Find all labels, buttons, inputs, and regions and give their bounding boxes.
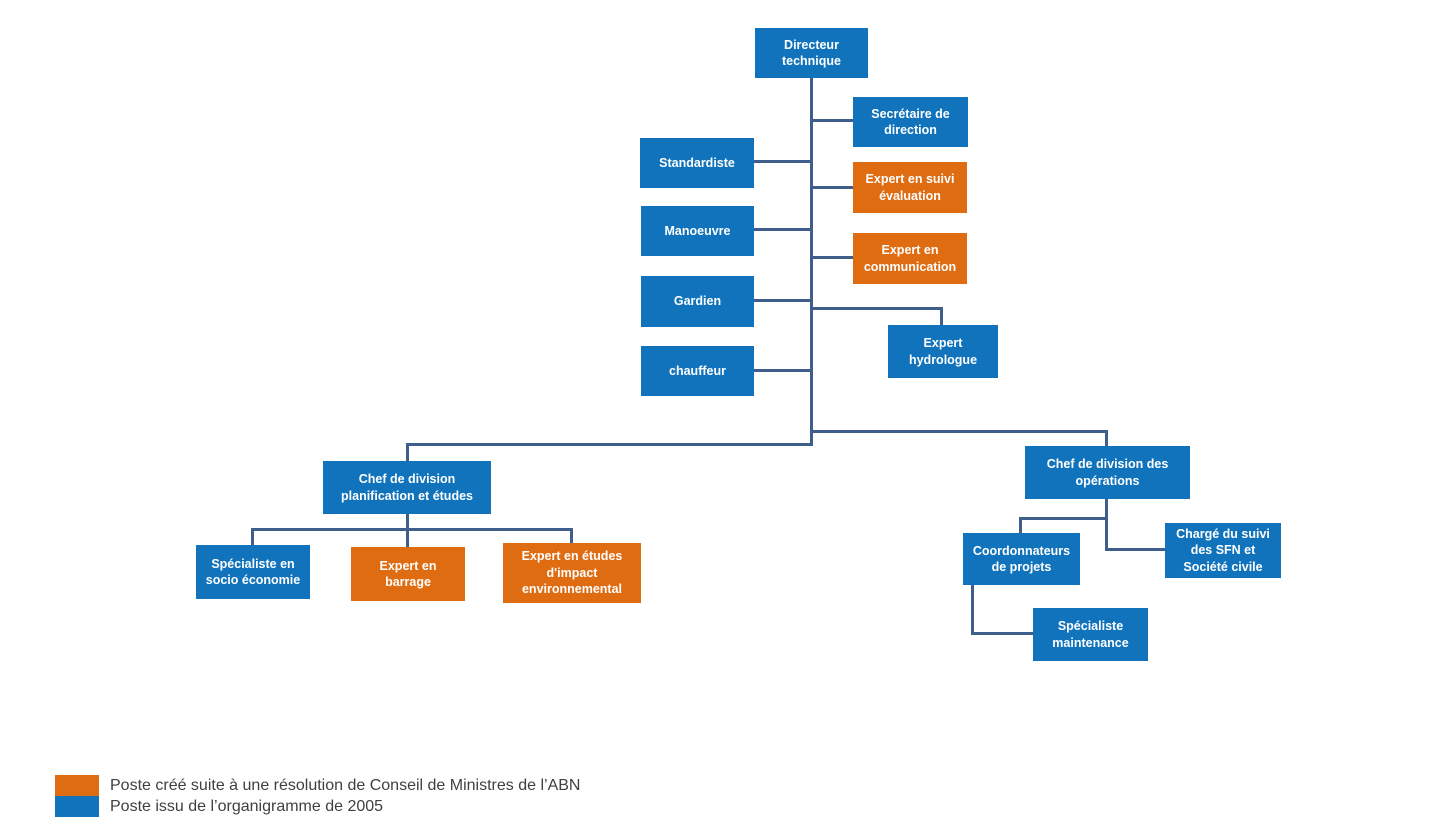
org-node-standardiste: Standardiste [640, 138, 754, 188]
connector-chauffeur [754, 369, 811, 372]
connector-planif-drop-right [570, 528, 573, 544]
connector-ops-stub [1105, 499, 1108, 551]
connector-planif-horizontal [406, 443, 813, 446]
legend-orange-swatch [55, 775, 99, 796]
connector-planif-drop-left [251, 528, 254, 546]
connector-manoeuvre [754, 228, 811, 231]
connector-planif-vertical [406, 443, 409, 461]
legend-orange-label: Poste créé suite à une résolution de Con… [110, 777, 581, 794]
org-node-expert-suivi-evaluation: Expert en suivi évaluation [853, 162, 967, 213]
org-node-expert-barrage: Expert en barrage [351, 547, 465, 601]
org-node-coordonnateurs-projets: Coordonnateurs de projets [963, 533, 1080, 585]
connector-expert-comm [811, 256, 853, 259]
org-node-directeur-technique: Directeur technique [755, 28, 868, 78]
org-node-expert-etudes-impact: Expert en études d'impact environnementa… [503, 543, 641, 603]
org-node-chef-division-planification: Chef de division planification et études [323, 461, 491, 514]
connector-trunk [810, 78, 813, 446]
org-node-specialiste-maintenance: Spécialiste maintenance [1033, 608, 1148, 661]
connector-sfn [1105, 548, 1165, 551]
connector-ops-horizontal [810, 430, 1108, 433]
connector-coordonnateurs-horizontal [1019, 517, 1108, 520]
legend-row-blue: Poste issu de l’organigramme de 2005 [55, 796, 580, 817]
connector-ops-vertical [1105, 430, 1108, 446]
org-node-chauffeur: chauffeur [641, 346, 754, 396]
connector-standardiste [754, 160, 811, 163]
org-node-chef-division-operations: Chef de division des opérations [1025, 446, 1190, 499]
org-node-secretaire-de-direction: Secrétaire de direction [853, 97, 968, 147]
connector-maintenance-horizontal [971, 632, 1033, 635]
org-node-expert-communication: Expert en communication [853, 233, 967, 284]
connector-hydro-horizontal [810, 307, 943, 310]
connector-gardien [754, 299, 811, 302]
org-node-charge-suivi-sfn: Chargé du suivi des SFN et Société civil… [1165, 523, 1281, 578]
connector-planif-bar [251, 528, 573, 531]
connector-planif-drop-mid [406, 528, 409, 548]
org-node-expert-hydrologue: Expert hydrologue [888, 325, 998, 378]
connector-secretaire [811, 119, 853, 122]
org-node-specialiste-socio-economie: Spécialiste en socio économie [196, 545, 310, 599]
connector-coordonnateurs-vertical [1019, 517, 1022, 534]
org-node-gardien: Gardien [641, 276, 754, 327]
legend-row-orange: Poste créé suite à une résolution de Con… [55, 775, 580, 796]
org-node-manoeuvre: Manoeuvre [641, 206, 754, 256]
legend-blue-swatch [55, 796, 99, 817]
legend-blue-label: Poste issu de l’organigramme de 2005 [110, 798, 384, 815]
connector-hydro-vertical [940, 307, 943, 325]
connector-expert-suivi [811, 186, 853, 189]
legend: Poste créé suite à une résolution de Con… [55, 775, 580, 817]
connector-planif-stub [406, 514, 409, 530]
connector-maintenance-vertical [971, 585, 974, 635]
